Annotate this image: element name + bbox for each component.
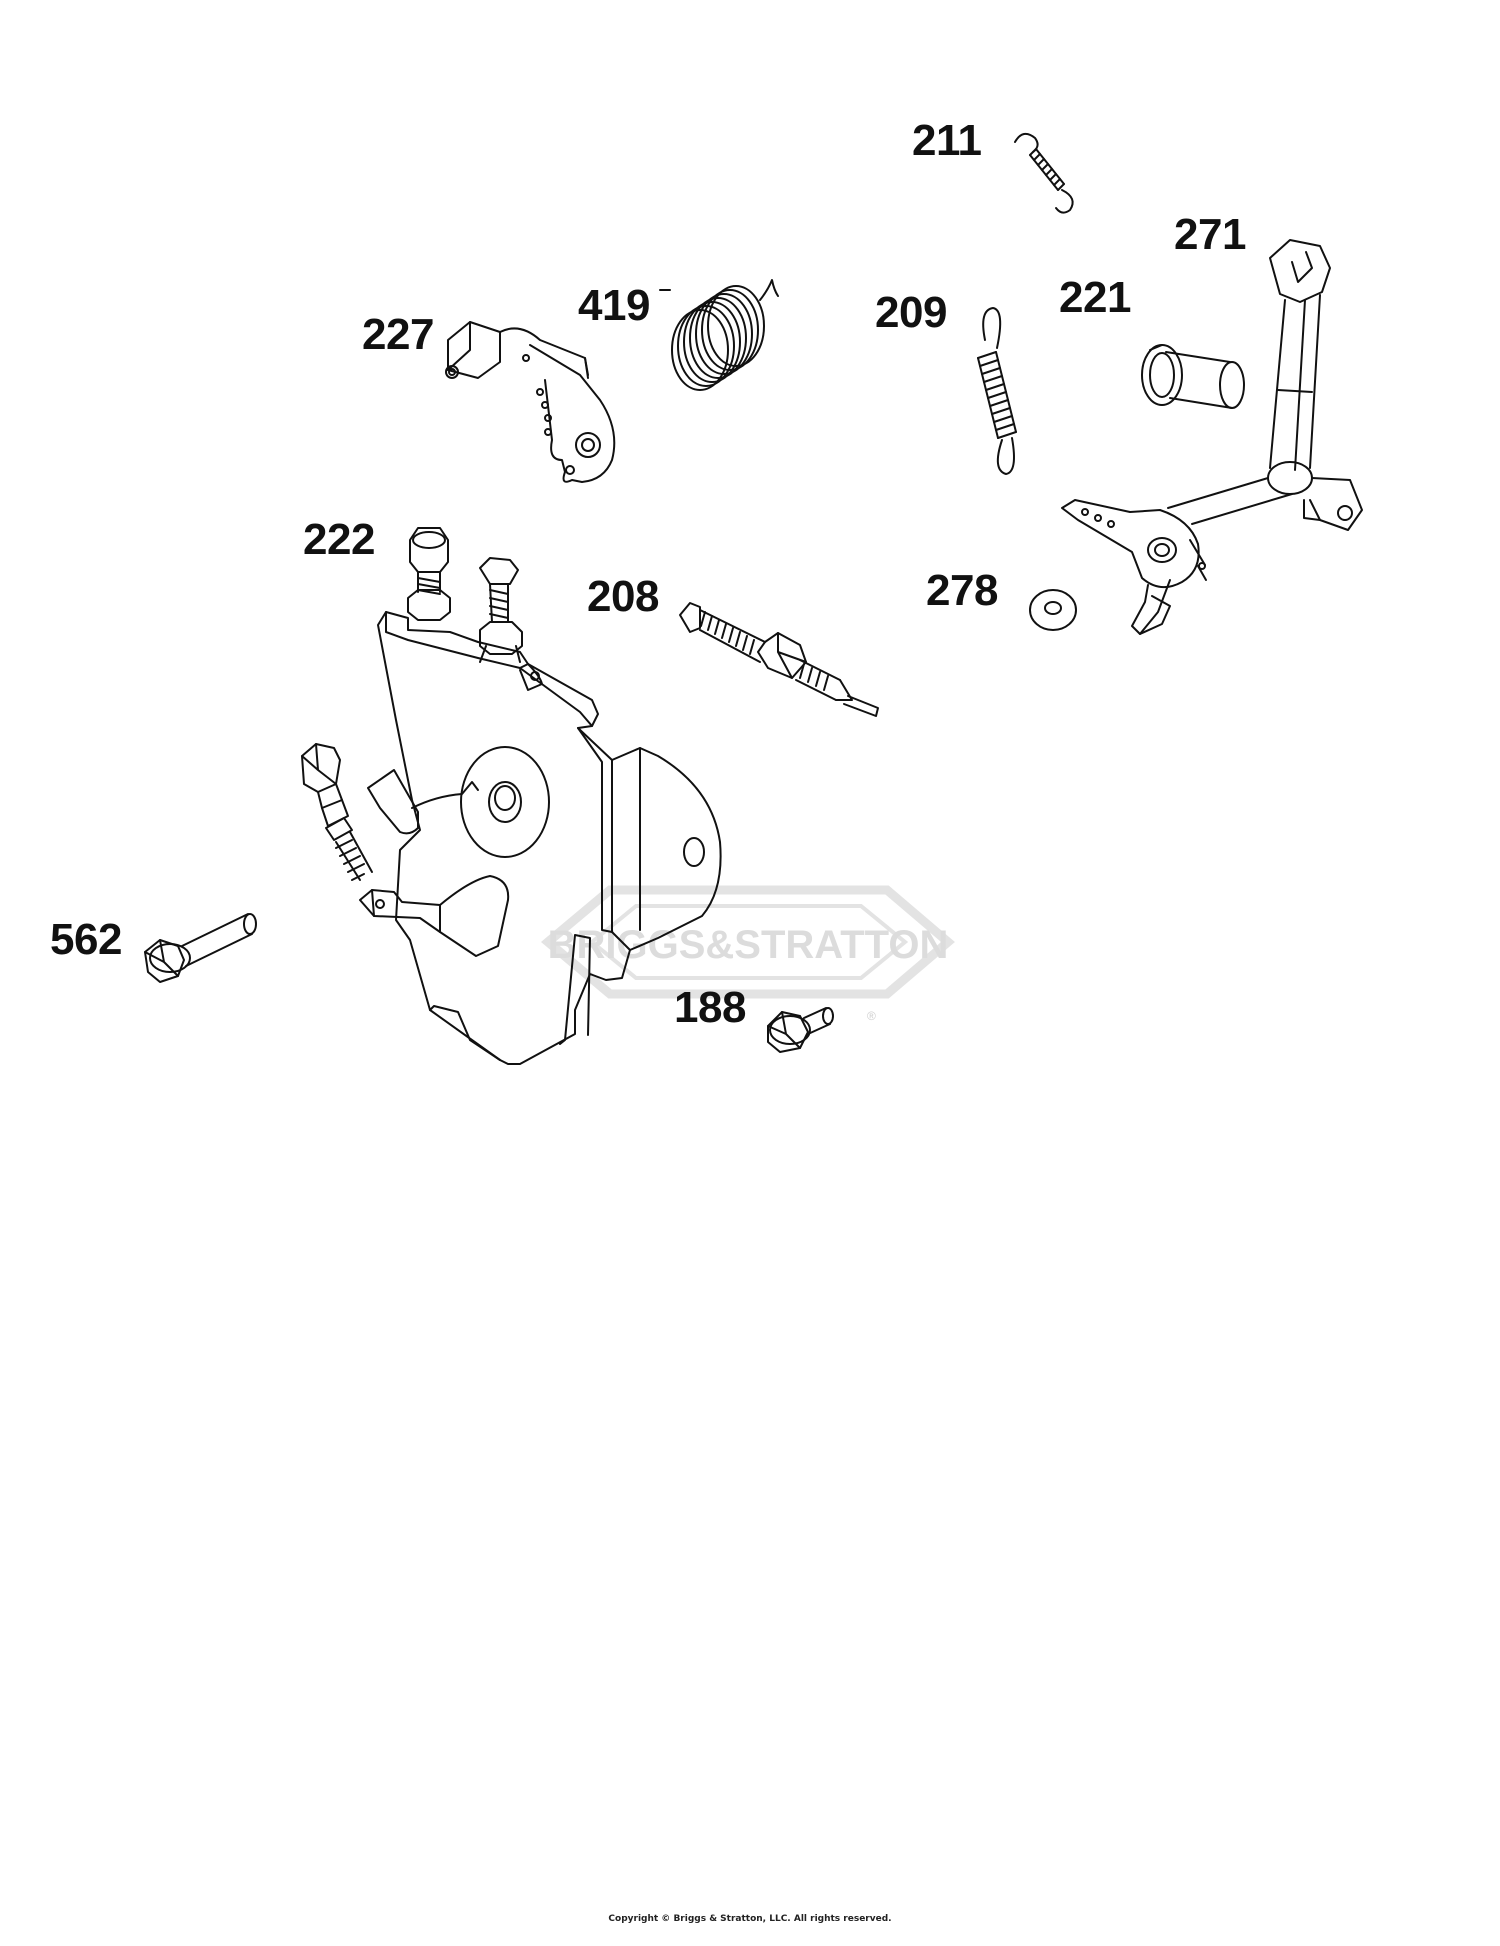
governor-lever-271-drawing <box>1061 239 1363 635</box>
extension-spring-209-drawing <box>977 307 1017 475</box>
callout-222: 222 <box>303 515 375 564</box>
copyright-notice: Copyright © Briggs & Stratton, LLC. All … <box>608 1914 892 1924</box>
callout-227: 227 <box>362 310 434 359</box>
watermark-brand-text: BRIGGS&STRATTON <box>548 923 949 967</box>
callout-419: 419 <box>578 281 650 330</box>
callout-221: 221 <box>1059 273 1131 322</box>
spring-211-drawing <box>1014 132 1074 214</box>
callout-208: 208 <box>587 572 659 621</box>
screw-188-drawing <box>767 1007 834 1053</box>
torsion-spring-419-drawing <box>659 279 779 391</box>
mounting-tab-drawing <box>359 875 510 957</box>
callout-211: 211 <box>912 116 982 165</box>
watermark-registered-mark: ® <box>867 1009 876 1023</box>
screw-222-drawing <box>407 527 523 663</box>
callout-278: 278 <box>926 566 998 615</box>
screw-208-drawing <box>679 602 879 717</box>
callout-562: 562 <box>50 915 122 964</box>
callout-271: 271 <box>1174 210 1246 259</box>
side-screw-drawing <box>301 743 373 881</box>
callout-188: 188 <box>674 983 746 1032</box>
washer-278-drawing <box>1029 589 1077 631</box>
throttle-lever-227-drawing <box>445 321 616 483</box>
brand-watermark <box>540 885 955 999</box>
callout-209: 209 <box>875 288 947 337</box>
bushing-221-drawing <box>1141 344 1245 409</box>
governor-bracket-drawing <box>367 611 722 1065</box>
bolt-562-drawing <box>144 913 257 983</box>
